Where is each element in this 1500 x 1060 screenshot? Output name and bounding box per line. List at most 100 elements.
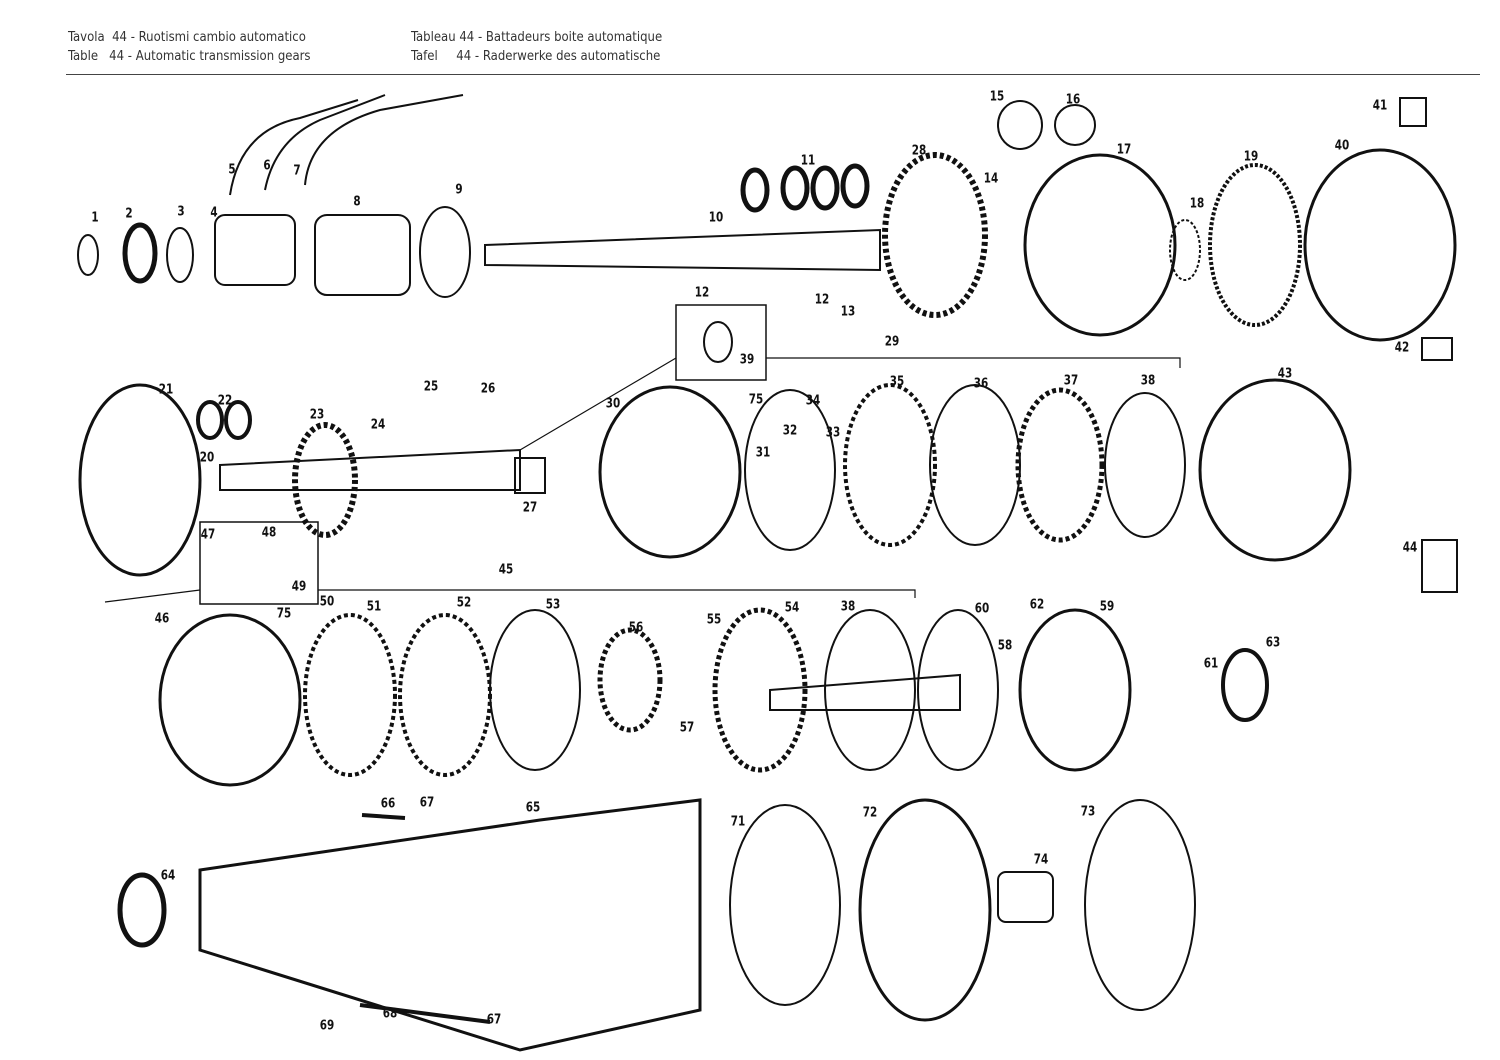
- header-de-title: Raderwerke des automatische: [482, 49, 661, 64]
- part-label-57: 57: [679, 720, 695, 736]
- part-label-25: 25: [423, 379, 439, 395]
- part-label-38: 38: [840, 599, 856, 615]
- part-23-gear: [292, 422, 358, 538]
- part-label-10: 10: [708, 210, 724, 226]
- part-54-gear: [712, 607, 808, 773]
- part-label-67: 67: [486, 1012, 502, 1028]
- part-label-8: 8: [353, 194, 361, 210]
- part-42-block: [1421, 337, 1453, 361]
- part-label-52: 52: [456, 595, 472, 611]
- part-label-67: 67: [419, 795, 435, 811]
- part-label-46: 46: [154, 611, 170, 627]
- part-11-washer: [780, 165, 810, 211]
- part-41-block: [1399, 97, 1427, 127]
- part-label-18: 18: [1189, 196, 1205, 212]
- part-72-cover: [858, 798, 992, 1022]
- part-label-16: 16: [1065, 92, 1081, 108]
- part-59-pump: [1018, 608, 1132, 772]
- part-label-62: 62: [1029, 597, 1045, 613]
- header-divider: [66, 74, 1480, 75]
- part-label-71: 71: [730, 814, 746, 830]
- part-label-30: 30: [605, 396, 621, 412]
- header-en-num: 44: [109, 49, 125, 64]
- part-label-12: 12: [814, 292, 830, 308]
- part-label-73: 73: [1080, 804, 1096, 820]
- part-label-47: 47: [200, 527, 216, 543]
- part-label-59: 59: [1099, 599, 1115, 615]
- part-label-64: 64: [160, 868, 176, 884]
- part-51-disc: [303, 613, 397, 777]
- part-3-ring: [166, 227, 194, 283]
- part-label-27: 27: [522, 500, 538, 516]
- part-label-41: 41: [1372, 98, 1388, 114]
- part-label-6: 6: [263, 158, 271, 174]
- part-label-17: 17: [1116, 142, 1132, 158]
- part-73-gasket: [1084, 799, 1196, 1011]
- part-11-washer: [810, 165, 840, 211]
- part-65-housing: [198, 798, 702, 1052]
- part-label-65: 65: [525, 800, 541, 816]
- part-34-plate: [744, 389, 836, 551]
- header-de-num: 44: [456, 49, 472, 64]
- part-63-ring: [1221, 648, 1269, 722]
- part-label-55: 55: [706, 612, 722, 628]
- header-en-title: Automatic transmission gears: [135, 49, 311, 64]
- part-label-50: 50: [319, 594, 335, 610]
- header-de-prefix: Tafel: [411, 49, 438, 64]
- part-label-69: 69: [319, 1018, 335, 1034]
- part-label-43: 43: [1277, 366, 1293, 382]
- header-fr-prefix: Tableau: [411, 30, 456, 45]
- parts-5-6-7-rods: [229, 94, 464, 196]
- part-label-44: 44: [1402, 540, 1418, 556]
- group-29-bracket: [519, 357, 1181, 451]
- part-label-38: 38: [1140, 373, 1156, 389]
- part-35-disc: [843, 383, 937, 547]
- group-45-bracket: [104, 589, 916, 603]
- part-label-58: 58: [997, 638, 1013, 654]
- header-fr-title: Battadeurs boite automatique: [485, 30, 663, 45]
- part-label-26: 26: [480, 381, 496, 397]
- parts-47-49-box: [199, 521, 319, 605]
- part-27-bush: [514, 457, 546, 494]
- part-label-2: 2: [125, 206, 133, 222]
- part-label-14: 14: [983, 171, 999, 187]
- part-label-49: 49: [291, 579, 307, 595]
- part-2-nut: [122, 222, 158, 284]
- part-label-68: 68: [382, 1006, 398, 1022]
- part-16-bush: [1054, 104, 1096, 146]
- part-53-disc: [489, 609, 581, 771]
- part-label-61: 61: [1203, 656, 1219, 672]
- part-74-bush: [997, 871, 1054, 923]
- part-label-39: 39: [739, 352, 755, 368]
- part-17-drum: [1023, 153, 1177, 337]
- part-21-housing: [78, 383, 202, 577]
- part-label-35: 35: [889, 374, 905, 390]
- part-39-box: [675, 304, 767, 381]
- header-italian-english: Tavola 44 - Ruotismi cambio automatico T…: [68, 30, 311, 64]
- part-label-75: 75: [748, 392, 764, 408]
- part-label-5: 5: [228, 162, 236, 178]
- part-label-28: 28: [911, 143, 927, 159]
- part-label-74: 74: [1033, 852, 1049, 868]
- part-label-22: 22: [217, 393, 233, 409]
- part-label-34: 34: [805, 393, 821, 409]
- part-label-32: 32: [782, 423, 798, 439]
- part-40-drum: [1303, 148, 1457, 342]
- part-39-ring: [703, 321, 733, 363]
- part-label-11: 11: [800, 153, 816, 169]
- part-label-36: 36: [973, 376, 989, 392]
- part-19-bearing: [1208, 163, 1302, 327]
- part-label-56: 56: [628, 620, 644, 636]
- header-fr-num: 44: [459, 30, 475, 45]
- part-label-31: 31: [755, 445, 771, 461]
- part-label-20: 20: [199, 450, 215, 466]
- part-15-bush: [997, 100, 1043, 150]
- part-label-48: 48: [261, 525, 277, 541]
- part-54-shaft: [769, 673, 961, 711]
- part-24-shaft: [219, 448, 521, 491]
- part-1-ring: [77, 234, 99, 276]
- part-label-24: 24: [370, 417, 386, 433]
- part-label-53: 53: [545, 597, 561, 613]
- part-label-33: 33: [825, 425, 841, 441]
